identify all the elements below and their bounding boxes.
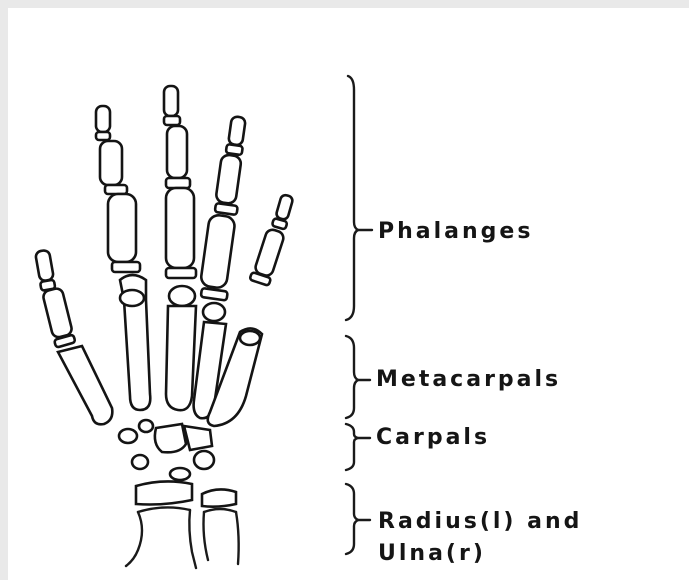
middle-finger-bones [164,86,196,410]
ulna-bone [202,489,239,564]
bracket-metacarpals [346,336,370,418]
bracket-carpals [346,424,370,470]
label-radius-ulna-line2: Ulna(r) [378,540,486,568]
label-metacarpals: Metacarpals [376,366,561,394]
index-finger-bones [96,106,150,410]
radius-bone [126,481,196,568]
thumb-bones [35,250,112,425]
bracket-radius-ulna [346,484,370,554]
carpal-bones [119,420,214,480]
label-radius-ulna-line1: Radius(l) and [378,508,582,536]
label-carpals: Carpals [376,424,490,452]
label-phalanges: Phalanges [378,218,533,246]
bracket-phalanges [346,76,372,320]
